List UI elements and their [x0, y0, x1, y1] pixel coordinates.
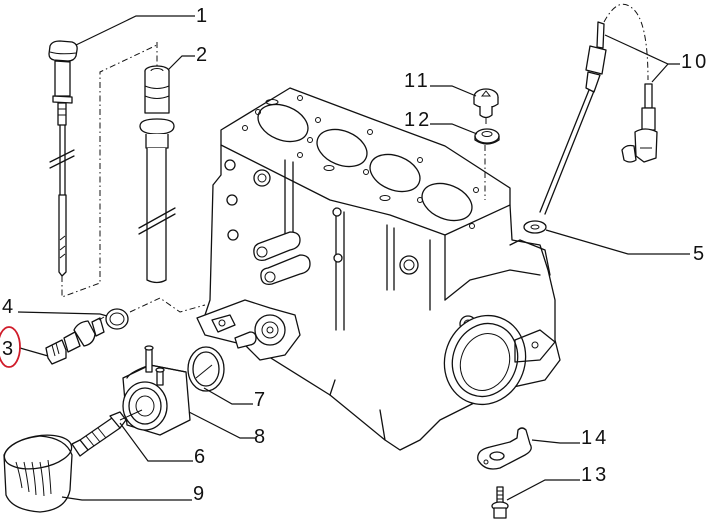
callout-1[interactable]: 1 — [196, 5, 210, 27]
part-4-sealing-ring[interactable] — [105, 308, 129, 330]
part-6-threaded-fitting[interactable] — [71, 409, 143, 457]
part-3-oil-pressure-sender[interactable] — [45, 316, 105, 365]
callout-5[interactable]: 5 — [693, 243, 707, 265]
callout-9[interactable]: 9 — [193, 483, 207, 505]
part-11-plug[interactable] — [473, 88, 499, 126]
part-5-washer[interactable] — [523, 220, 547, 234]
callout-labels: 1 2 3 4 5 6 7 8 9 10 11 12 13 14 — [2, 5, 709, 505]
engine-block — [129, 87, 561, 451]
callout-7[interactable]: 7 — [254, 389, 268, 411]
callout-4[interactable]: 4 — [2, 296, 16, 318]
callout-13[interactable]: 13 — [581, 464, 609, 486]
callout-6[interactable]: 6 — [194, 446, 208, 468]
part-9-oil-filter[interactable] — [2, 430, 75, 513]
callout-12[interactable]: 12 — [404, 109, 432, 131]
callout-2[interactable]: 2 — [196, 44, 210, 66]
callout-10[interactable]: 10 — [681, 51, 709, 73]
callout-8[interactable]: 8 — [254, 426, 268, 448]
part-13-bolt[interactable] — [491, 486, 509, 519]
highlight-circle-callout-3 — [0, 326, 21, 368]
part-8-oil-cooler[interactable] — [122, 345, 191, 436]
part-10-temperature-sensor[interactable] — [539, 3, 658, 215]
leader-lines — [17, 15, 690, 501]
part-12-sealing-washer[interactable] — [474, 128, 500, 145]
callout-3[interactable]: 3 — [2, 338, 16, 360]
part-2-guide-tube[interactable] — [138, 42, 176, 284]
callout-11[interactable]: 11 — [404, 70, 431, 92]
part-1-dipstick[interactable] — [48, 40, 158, 298]
callout-14[interactable]: 14 — [581, 427, 609, 449]
part-7-o-ring[interactable] — [187, 346, 225, 392]
part-14-oil-jet[interactable] — [477, 427, 532, 470]
